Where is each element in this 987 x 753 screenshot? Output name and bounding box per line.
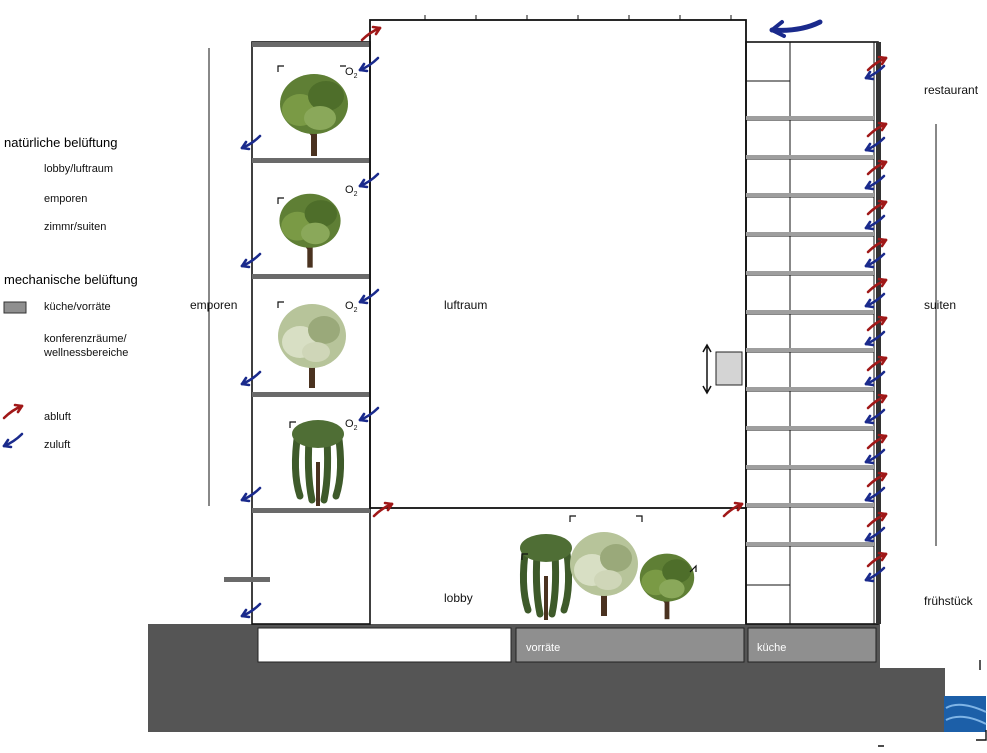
legend-emporen: emporen bbox=[44, 193, 88, 205]
legend-kueche-vorraete: küche/vorräte bbox=[44, 301, 111, 313]
lobby-label: lobby bbox=[444, 591, 473, 605]
tree-4 bbox=[292, 420, 344, 506]
mechanical-ventilation-heading: mechanische belüftung bbox=[4, 272, 138, 287]
lobby-tree-1 bbox=[520, 534, 572, 620]
tree-3 bbox=[278, 304, 346, 388]
lobby-tree-2 bbox=[570, 532, 638, 616]
lobby-tree-3 bbox=[638, 552, 696, 621]
zuluft-legend-arrow bbox=[2, 432, 24, 449]
luftraum-label: luftraum bbox=[444, 298, 488, 312]
luftraum-atrium bbox=[369, 19, 747, 509]
o2-label-2: O2 bbox=[345, 184, 358, 199]
legend-lobby-luftraum: lobby/luftraum bbox=[44, 163, 114, 175]
tree-2 bbox=[278, 192, 342, 269]
legend-wellnessbereiche: wellnessbereiche bbox=[44, 347, 129, 359]
fruehstueck-label: frühstück bbox=[924, 594, 973, 608]
vorraete-label: vorräte bbox=[526, 642, 561, 654]
legend-zimmer-suiten: zimmr/suiten bbox=[44, 221, 107, 233]
o2-label-1: O2 bbox=[345, 66, 358, 81]
natural-ventilation-heading: natürliche belüftung bbox=[4, 135, 118, 150]
abluft-arrows bbox=[360, 25, 888, 568]
vorraete-room bbox=[515, 627, 745, 663]
foundation-step bbox=[878, 668, 945, 732]
restaurant-label: restaurant bbox=[924, 83, 979, 97]
water-basin bbox=[944, 696, 986, 732]
suites-tower bbox=[745, 41, 879, 625]
o2-label-4: O2 bbox=[345, 418, 358, 433]
elevator-cab bbox=[715, 351, 743, 386]
abluft-legend-arrow bbox=[2, 403, 24, 420]
legend-abluft: abluft bbox=[44, 411, 71, 423]
elevator-arrow bbox=[702, 343, 712, 395]
kueche-swatch bbox=[3, 301, 27, 314]
legend-zuluft: zuluft bbox=[44, 439, 71, 451]
emporen-label: emporen bbox=[190, 298, 238, 312]
legend-konferenzraeume: konferenzräume/ bbox=[44, 333, 127, 345]
suiten-label: suiten bbox=[924, 298, 957, 312]
kueche-room bbox=[747, 627, 877, 663]
basement-room-empty bbox=[257, 627, 512, 663]
tree-1 bbox=[278, 72, 350, 158]
entrance-canopy bbox=[224, 577, 270, 582]
o2-label-3: O2 bbox=[345, 300, 358, 315]
kueche-label: küche bbox=[757, 642, 787, 654]
